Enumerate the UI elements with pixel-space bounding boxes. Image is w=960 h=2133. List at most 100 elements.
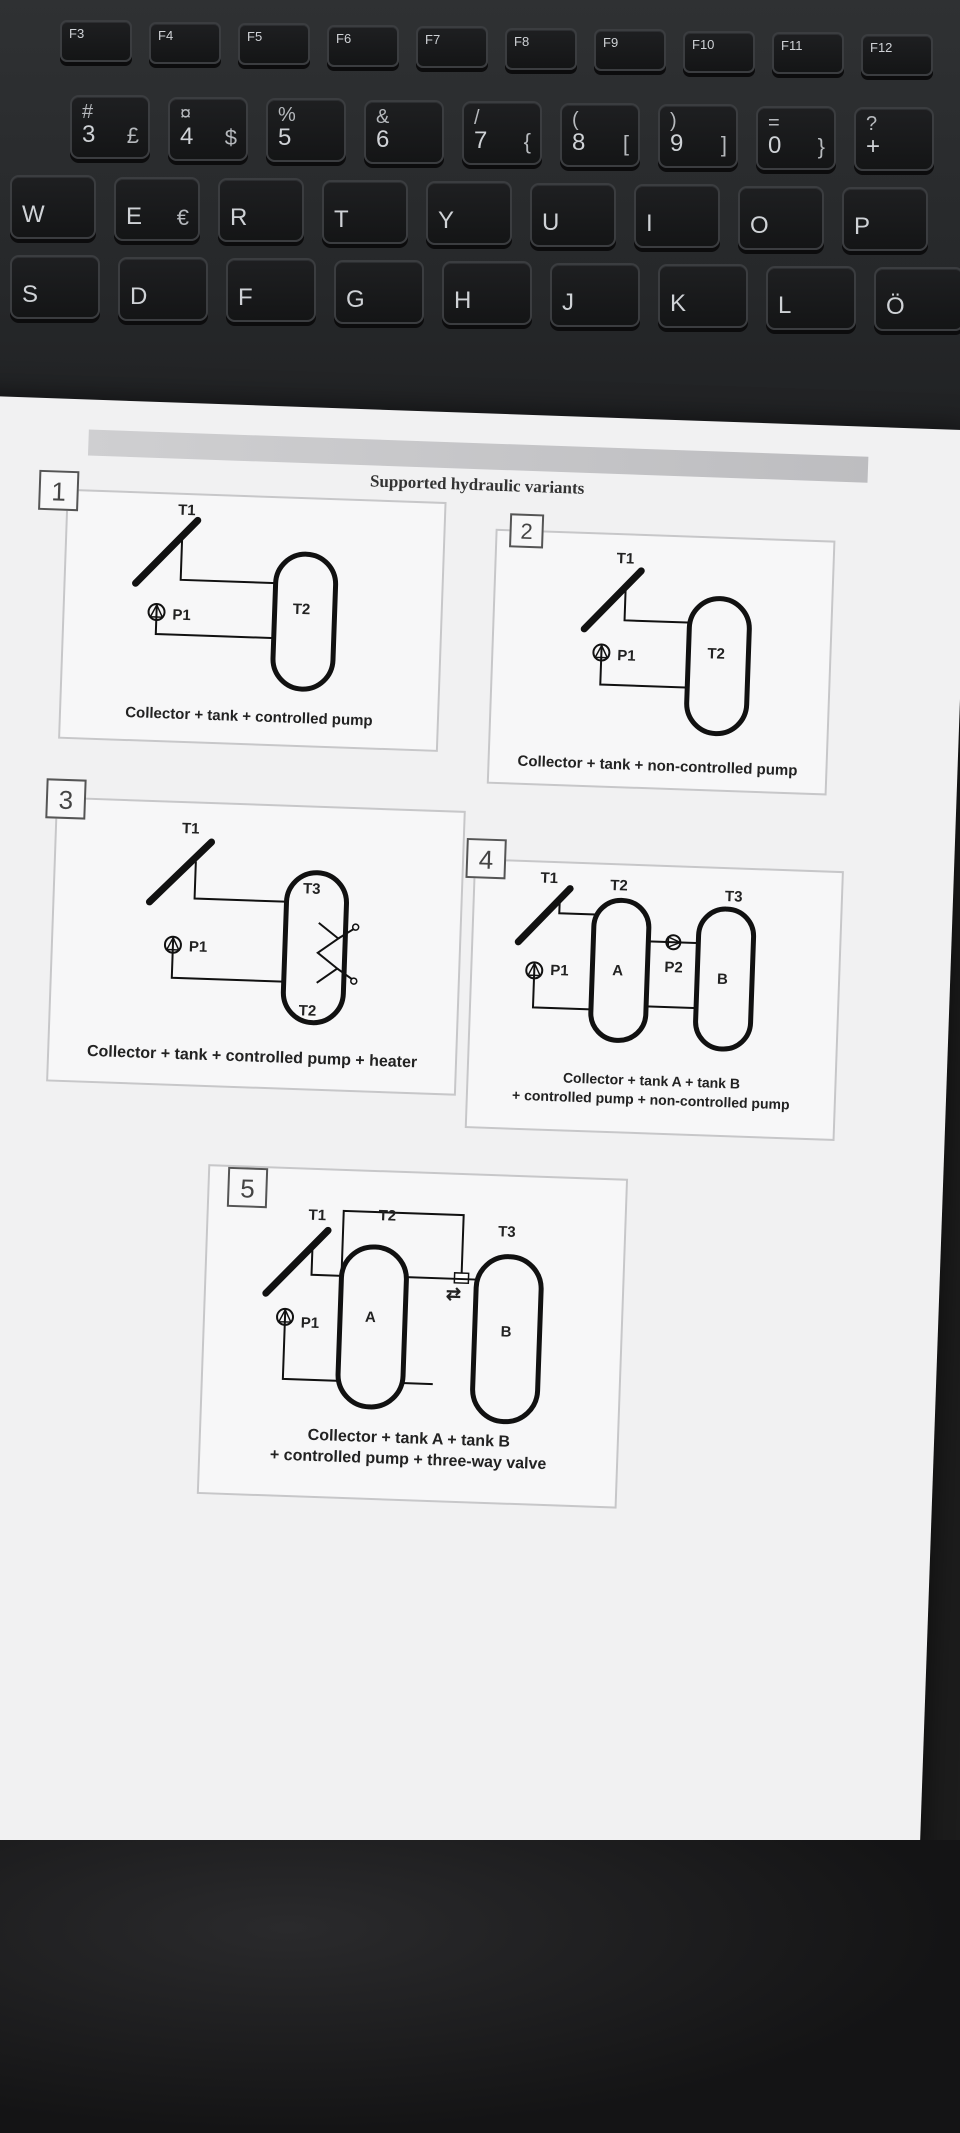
key-top-label: ¤ [180,102,192,125]
key-main-label: 3 [82,121,96,148]
key-top-label: = [768,111,780,134]
key-k: K [658,264,748,328]
svg-text:T3: T3 [725,888,743,906]
key-main-label: F11 [781,38,803,53]
svg-text:B: B [717,971,729,988]
svg-text:B: B [500,1323,512,1340]
key-main-label: U [542,208,560,236]
key-h: H [442,261,532,325]
key-main-label: F5 [247,29,263,44]
key-main-label: 5 [278,124,292,151]
svg-text:T2: T2 [378,1207,396,1225]
key-main-label: F3 [69,26,85,41]
svg-text:T2: T2 [292,601,310,619]
key-main-label: F7 [425,32,441,47]
svg-text:T3: T3 [303,880,321,898]
key-main-label: W [22,201,45,228]
key-0: =0} [756,105,836,170]
key-t: T [322,179,408,244]
key-f: F [226,258,316,322]
svg-text:P2: P2 [664,959,683,977]
key-e: E€ [114,176,200,241]
variant-3-panel: 3 T1 P1 T3 T2 Collector + tank + control… [45,778,466,1096]
key-main-label: O [750,211,769,239]
svg-text:T1: T1 [616,550,634,568]
svg-text:T2: T2 [610,877,628,895]
variant-3-diagram: T1 P1 T3 T2 [145,820,360,1026]
key-f8: F8 [505,27,577,70]
key-f12: F12 [861,33,933,76]
svg-text:T1: T1 [540,870,558,888]
svg-text:P1: P1 [301,1314,320,1332]
key-6: &6 [364,99,444,164]
key-8: (8[ [560,102,640,167]
key-top-label: # [82,101,94,123]
key-main-label: F9 [603,35,619,50]
key-f3: F3 [60,20,132,62]
flow-arrows-icon: ⇄ [446,1284,462,1305]
key-r: R [218,178,304,242]
key-top-label: / [474,107,480,129]
tank-a-icon [335,1244,409,1410]
section-banner: Supported hydraulic variants [87,429,869,498]
key-main-label: F6 [336,30,352,46]
tank-a-icon [588,897,652,1043]
key-main-label: Y [438,207,455,234]
tank-icon [684,596,752,737]
key-main-label: F8 [514,33,530,49]
key-main-label: S [22,281,39,308]
key-main-label: H [454,287,472,314]
svg-text:T3: T3 [498,1223,516,1241]
key-main-label: G [346,285,365,313]
key-sub-label: $ [224,124,237,150]
key-main-label: F [238,284,253,311]
key-f5: F5 [238,23,310,65]
key-sub-label: { [523,129,531,154]
key-main-label: L [778,291,792,319]
key-4: ¤4 $ [168,96,248,161]
svg-text:T1: T1 [182,820,200,838]
key-main-label: F4 [158,27,174,43]
key-main-label: E [126,202,143,230]
key-main-label: 8 [572,128,586,156]
key-u: U [530,182,616,247]
key-main-label: 9 [670,130,684,157]
key-sub-label: € [176,204,189,230]
key-main-label: P [854,213,871,240]
tank-icon [280,870,349,1026]
svg-text:A: A [612,962,624,979]
key-p: P [842,187,928,251]
key-main-label: 6 [376,125,390,153]
key-top-label: ) [670,110,677,132]
svg-text:T2: T2 [298,1002,316,1020]
key-j: J [550,262,640,327]
key-7: /7 { [462,101,542,165]
key-main-label: J [562,288,574,316]
variant-5-diagram: ⇄ T1 P1 T2 T3 A B [262,1207,544,1425]
key-main-label: Ö [886,293,905,320]
key-main-label: 7 [474,127,488,154]
svg-text:P1: P1 [172,607,191,625]
key-sub-label: £ [126,123,139,148]
key-main-label: D [130,282,148,310]
key-f7: F7 [416,26,488,68]
key-main-label: 4 [180,122,194,150]
key-f9: F9 [594,29,666,71]
key-o: O [738,185,824,250]
key-: ?+ [854,107,934,171]
variant-5-panel: 5 ⇄ T1 P1 T2 T3 A B Collector + tank A +… [196,1164,629,1509]
tank-b-icon [470,1254,544,1425]
key-sub-label: ] [720,132,727,157]
key-g: G [334,259,424,324]
key-sub-label: } [817,133,825,159]
svg-text:P1: P1 [617,647,636,665]
svg-text:A: A [365,1309,377,1326]
svg-text:T2: T2 [707,645,725,663]
key-y: Y [426,181,512,245]
key-f4: F4 [149,21,221,64]
key-main-label: R [230,204,248,231]
key-: Ö [874,267,960,331]
dark-surface [0,1840,960,2133]
tank-icon [270,551,339,692]
